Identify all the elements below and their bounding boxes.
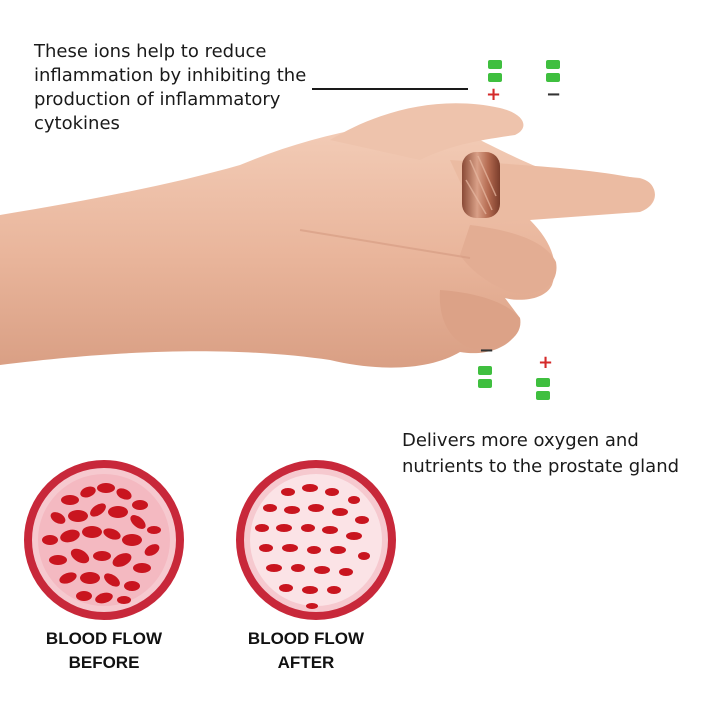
ion-indicator-top-left (488, 60, 502, 82)
ion-indicator-top-right (546, 60, 560, 82)
finger-ring (460, 225, 557, 294)
ion-indicator-bottom-left (478, 366, 492, 388)
finger-index (330, 103, 524, 160)
finger-pinky (439, 290, 521, 349)
oxygen-caption: Delivers more oxygen and nutrients to th… (402, 430, 680, 477)
plus-icon: + (538, 352, 554, 373)
ion-indicator-bottom-right (536, 378, 550, 400)
blood-flow-after-label: BLOOD FLOW AFTER (247, 629, 365, 672)
minus-icon: − (479, 340, 495, 361)
blood-flow-before-label: BLOOD FLOW BEFORE (45, 629, 163, 672)
finger-middle (450, 160, 655, 225)
minus-icon: − (546, 84, 562, 105)
ions-caption: These ions help to reduce inflammation b… (34, 41, 307, 134)
plus-icon: + (486, 84, 502, 105)
pointer-line (312, 88, 468, 90)
blood-dish-before (24, 460, 184, 620)
blood-dish-after (236, 460, 396, 620)
